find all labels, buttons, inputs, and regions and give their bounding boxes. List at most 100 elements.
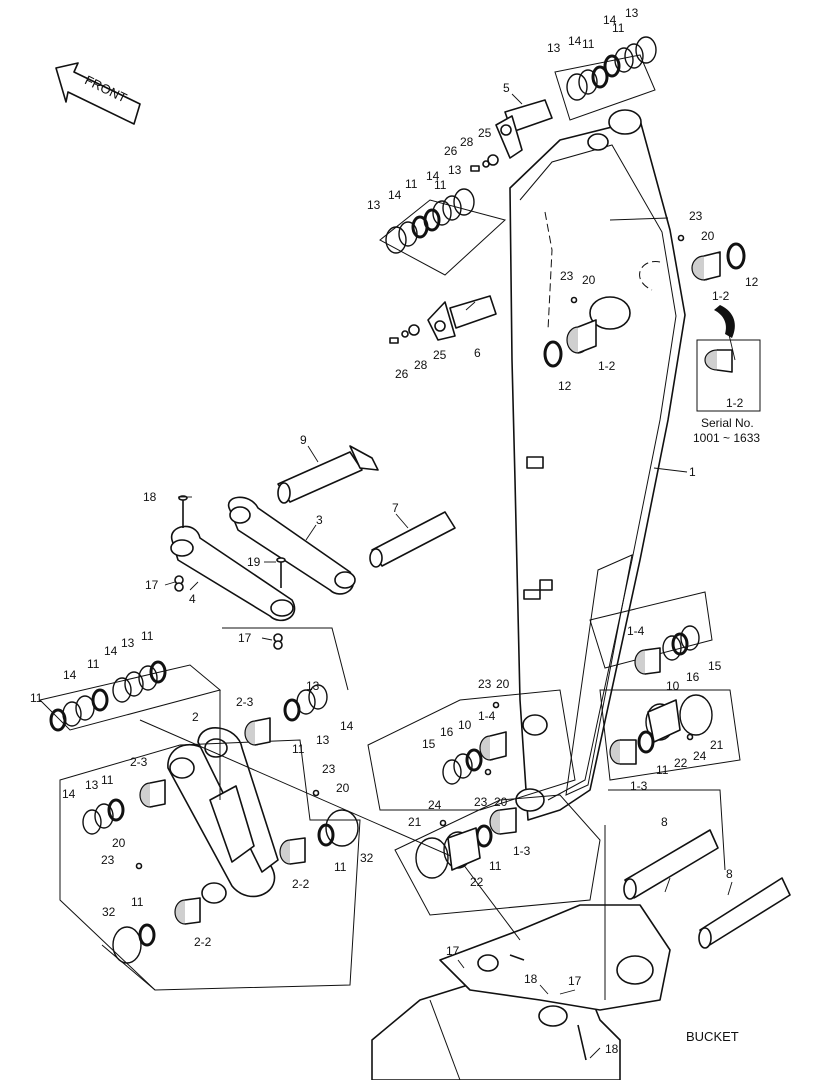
callout-15: 15: [422, 737, 436, 751]
callout-25: 25: [478, 126, 492, 140]
callout-24: 24: [693, 749, 707, 763]
callout-1-2: 1-2: [598, 359, 616, 373]
callout-23: 23: [478, 677, 492, 691]
bucket-label: BUCKET: [686, 1029, 739, 1044]
bushing-2-2a: [279, 837, 306, 865]
callout-1: 1: [689, 465, 696, 479]
pin-6: [427, 295, 497, 341]
callout-8: 8: [661, 815, 668, 829]
callout-16: 16: [686, 670, 700, 684]
assembly-outlines: [39, 54, 761, 1000]
link-3: [227, 496, 356, 595]
callout-14: 14: [603, 13, 617, 27]
callout-19: 19: [247, 555, 261, 569]
callout-20: 20: [701, 229, 715, 243]
callout-21: 21: [710, 738, 724, 752]
callout-1-4: 1-4: [478, 709, 496, 723]
inset-arrow-icon: [714, 305, 735, 338]
callout-22: 22: [470, 875, 484, 889]
callout-8: 8: [726, 867, 733, 881]
callout-numbers: 1 1-2 1-2 1-3 1-3 1-4 1-4 2 2-2 2-2 2-3 …: [30, 6, 759, 1056]
bushing-1-4a: [634, 647, 661, 675]
callout-1-3: 1-3: [513, 844, 531, 858]
bushing-2-3a: [244, 717, 271, 746]
callout-22: 22: [674, 756, 688, 770]
callout-18: 18: [524, 972, 538, 986]
callout-11: 11: [101, 773, 114, 787]
callout-11: 11: [582, 37, 595, 51]
callout-20: 20: [112, 836, 126, 850]
callout-13: 13: [625, 6, 639, 20]
bolt-18: [178, 495, 188, 528]
callout-11: 11: [131, 895, 144, 909]
arm-body: [509, 109, 686, 821]
callout-4: 4: [189, 592, 196, 606]
callout-11: 11: [434, 178, 447, 192]
callout-18: 18: [605, 1042, 619, 1056]
callout-17: 17: [238, 631, 252, 645]
bolt-19: [276, 557, 286, 588]
callout-3: 3: [316, 513, 323, 527]
callout-23: 23: [689, 209, 703, 223]
callout-6: 6: [474, 346, 481, 360]
callout-2-3: 2-3: [236, 695, 254, 709]
callout-23: 23: [474, 795, 488, 809]
callout-20: 20: [494, 795, 508, 809]
serial-title: Serial No.: [701, 416, 754, 430]
callout-13: 13: [448, 163, 462, 177]
callout-15: 15: [708, 659, 722, 673]
callout-23: 23: [322, 762, 336, 776]
callout-14: 14: [63, 668, 77, 682]
callout-13: 13: [547, 41, 561, 55]
bushings: [139, 251, 733, 925]
callout-20: 20: [336, 781, 350, 795]
callout-11: 11: [30, 691, 43, 705]
callout-1-2: 1-2: [712, 289, 730, 303]
callout-23: 23: [560, 269, 574, 283]
callout-11: 11: [292, 742, 305, 756]
ring-sets: [49, 36, 746, 964]
bushing-1-4b: [479, 731, 507, 761]
bushing-1-2c: [704, 349, 733, 373]
callout-20: 20: [582, 273, 596, 287]
callout-1-4: 1-4: [627, 624, 645, 638]
link-4: [170, 525, 296, 622]
callout-17: 17: [568, 974, 582, 988]
bushing-1-3a: [609, 739, 637, 765]
bucket: [371, 904, 671, 1080]
callout-12: 12: [745, 275, 759, 289]
callout-13: 13: [121, 636, 135, 650]
callout-14: 14: [388, 188, 402, 202]
bushing-1-2a: [566, 319, 597, 354]
pin-8: [623, 829, 791, 949]
serial-range: 1001 ~ 1633: [693, 431, 760, 445]
callout-11: 11: [612, 21, 625, 35]
callout-14: 14: [568, 34, 582, 48]
callout-28: 28: [414, 358, 428, 372]
callout-1-3: 1-3: [630, 779, 648, 793]
callout-32: 32: [360, 851, 374, 865]
callout-21: 21: [408, 815, 422, 829]
link-2: [167, 727, 279, 904]
leader-lines: [164, 93, 736, 1059]
callout-26: 26: [444, 144, 458, 158]
callout-9: 9: [300, 433, 307, 447]
callout-11: 11: [489, 859, 502, 873]
callout-11: 11: [334, 860, 347, 874]
callout-20: 20: [496, 677, 510, 691]
bushing-1-3b: [489, 807, 517, 835]
callout-16: 16: [440, 725, 454, 739]
small-hardware: [135, 154, 694, 1061]
callout-13: 13: [316, 733, 330, 747]
callout-14: 14: [426, 169, 440, 183]
callout-32: 32: [102, 905, 116, 919]
callout-13: 13: [306, 679, 320, 693]
callout-17: 17: [145, 578, 159, 592]
callout-11: 11: [87, 657, 100, 671]
callout-18: 18: [143, 490, 157, 504]
bushing-1-2b: [691, 251, 721, 281]
callout-2-2: 2-2: [194, 935, 212, 949]
callout-12: 12: [558, 379, 572, 393]
callout-13: 13: [367, 198, 381, 212]
